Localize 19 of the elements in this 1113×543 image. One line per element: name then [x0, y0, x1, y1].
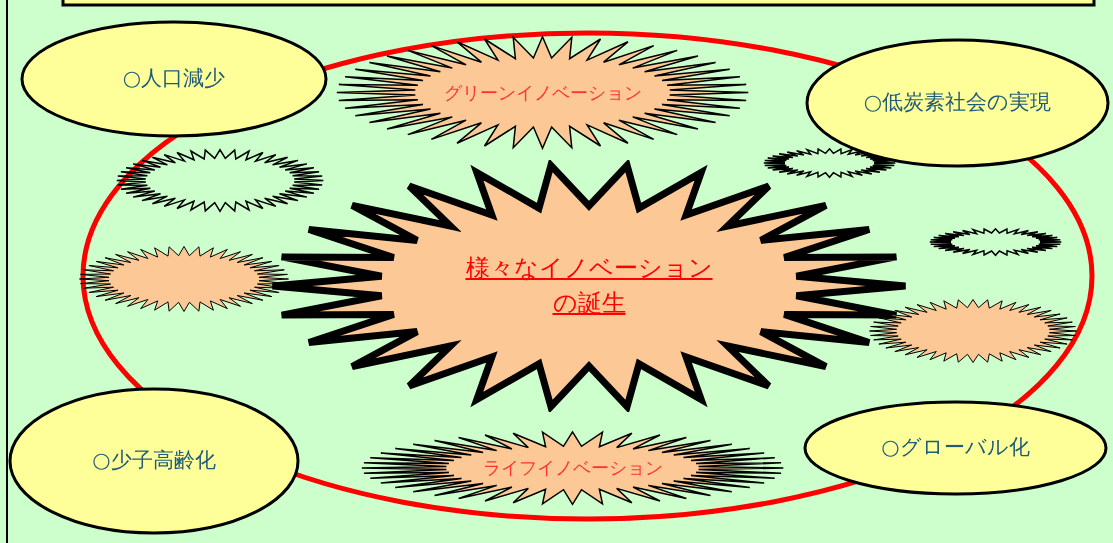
ellipse-node [8, 387, 300, 535]
starburst-shape [928, 227, 1063, 257]
starburst-shape [360, 430, 785, 506]
starburst-shape [762, 147, 897, 179]
node-text: ○人口減少 [122, 65, 226, 93]
node-text: ライフイノベーション [482, 456, 663, 480]
starburst-shape [115, 148, 325, 213]
ellipse-node [805, 38, 1110, 168]
node-text: 様々なイノベーションの誕生 [464, 253, 714, 319]
starburst-shape [868, 298, 1078, 364]
node-text: ○少子高齢化 [92, 447, 216, 475]
ellipse-outline [80, 30, 1095, 522]
node-text: ○低炭素社会の実現 [863, 89, 1052, 117]
starburst-shape [78, 245, 290, 313]
node-text: ○グローバル化 [881, 434, 1030, 462]
starburst-shape [335, 35, 750, 150]
ellipse-node [20, 20, 328, 138]
node-text: グリーンイノベーション [443, 80, 642, 105]
ellipse-node [803, 400, 1108, 496]
